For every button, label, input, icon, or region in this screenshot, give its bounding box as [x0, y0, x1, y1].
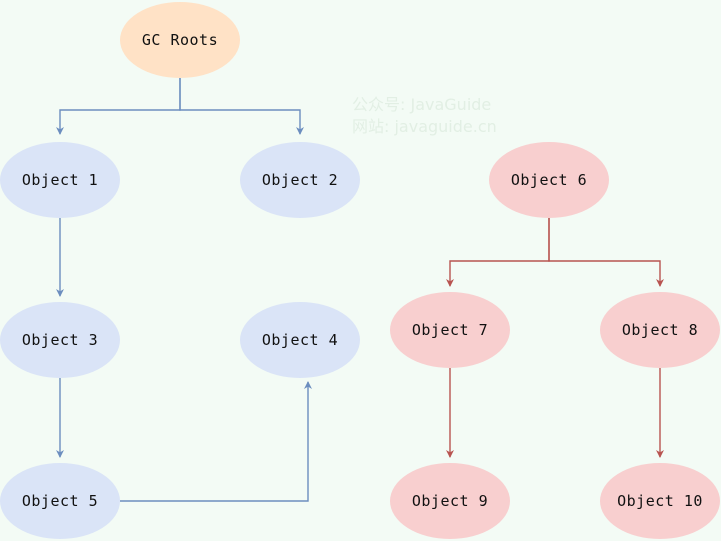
- node-label: Object 9: [411, 491, 489, 510]
- node-object-8[interactable]: Object 8: [600, 292, 720, 368]
- node-label: GC Roots: [141, 30, 219, 49]
- node-object-3[interactable]: Object 3: [0, 302, 120, 378]
- watermark-line-wechat: 公众号: JavaGuide: [352, 95, 492, 114]
- edge-object5-object4: [120, 381, 312, 502]
- edge-gcroots-object1: [56, 78, 181, 135]
- node-object-2[interactable]: Object 2: [240, 142, 360, 218]
- node-label: Object 3: [21, 330, 99, 349]
- watermark-line-site: 网站: javaguide.cn: [352, 117, 497, 136]
- node-label: Object 8: [621, 320, 699, 339]
- watermark: 公众号: JavaGuide 网站: javaguide.cn: [352, 94, 497, 138]
- node-object-10[interactable]: Object 10: [600, 463, 720, 539]
- node-gc-roots[interactable]: GC Roots: [120, 2, 240, 78]
- node-label: Object 6: [510, 170, 588, 189]
- node-label: Object 10: [617, 491, 703, 510]
- node-label: Object 5: [21, 491, 99, 510]
- node-label: Object 1: [21, 170, 99, 189]
- node-label: Object 7: [411, 320, 489, 339]
- node-object-5[interactable]: Object 5: [0, 463, 120, 539]
- node-object-9[interactable]: Object 9: [390, 463, 510, 539]
- edge-object6-object7: [446, 218, 550, 287]
- node-object-6[interactable]: Object 6: [489, 142, 609, 218]
- node-label: Object 4: [261, 330, 339, 349]
- edge-gcroots-object2: [179, 78, 304, 135]
- node-object-4[interactable]: Object 4: [240, 302, 360, 378]
- node-object-1[interactable]: Object 1: [0, 142, 120, 218]
- node-object-7[interactable]: Object 7: [390, 292, 510, 368]
- edge-object6-object8: [548, 218, 664, 287]
- node-label: Object 2: [261, 170, 339, 189]
